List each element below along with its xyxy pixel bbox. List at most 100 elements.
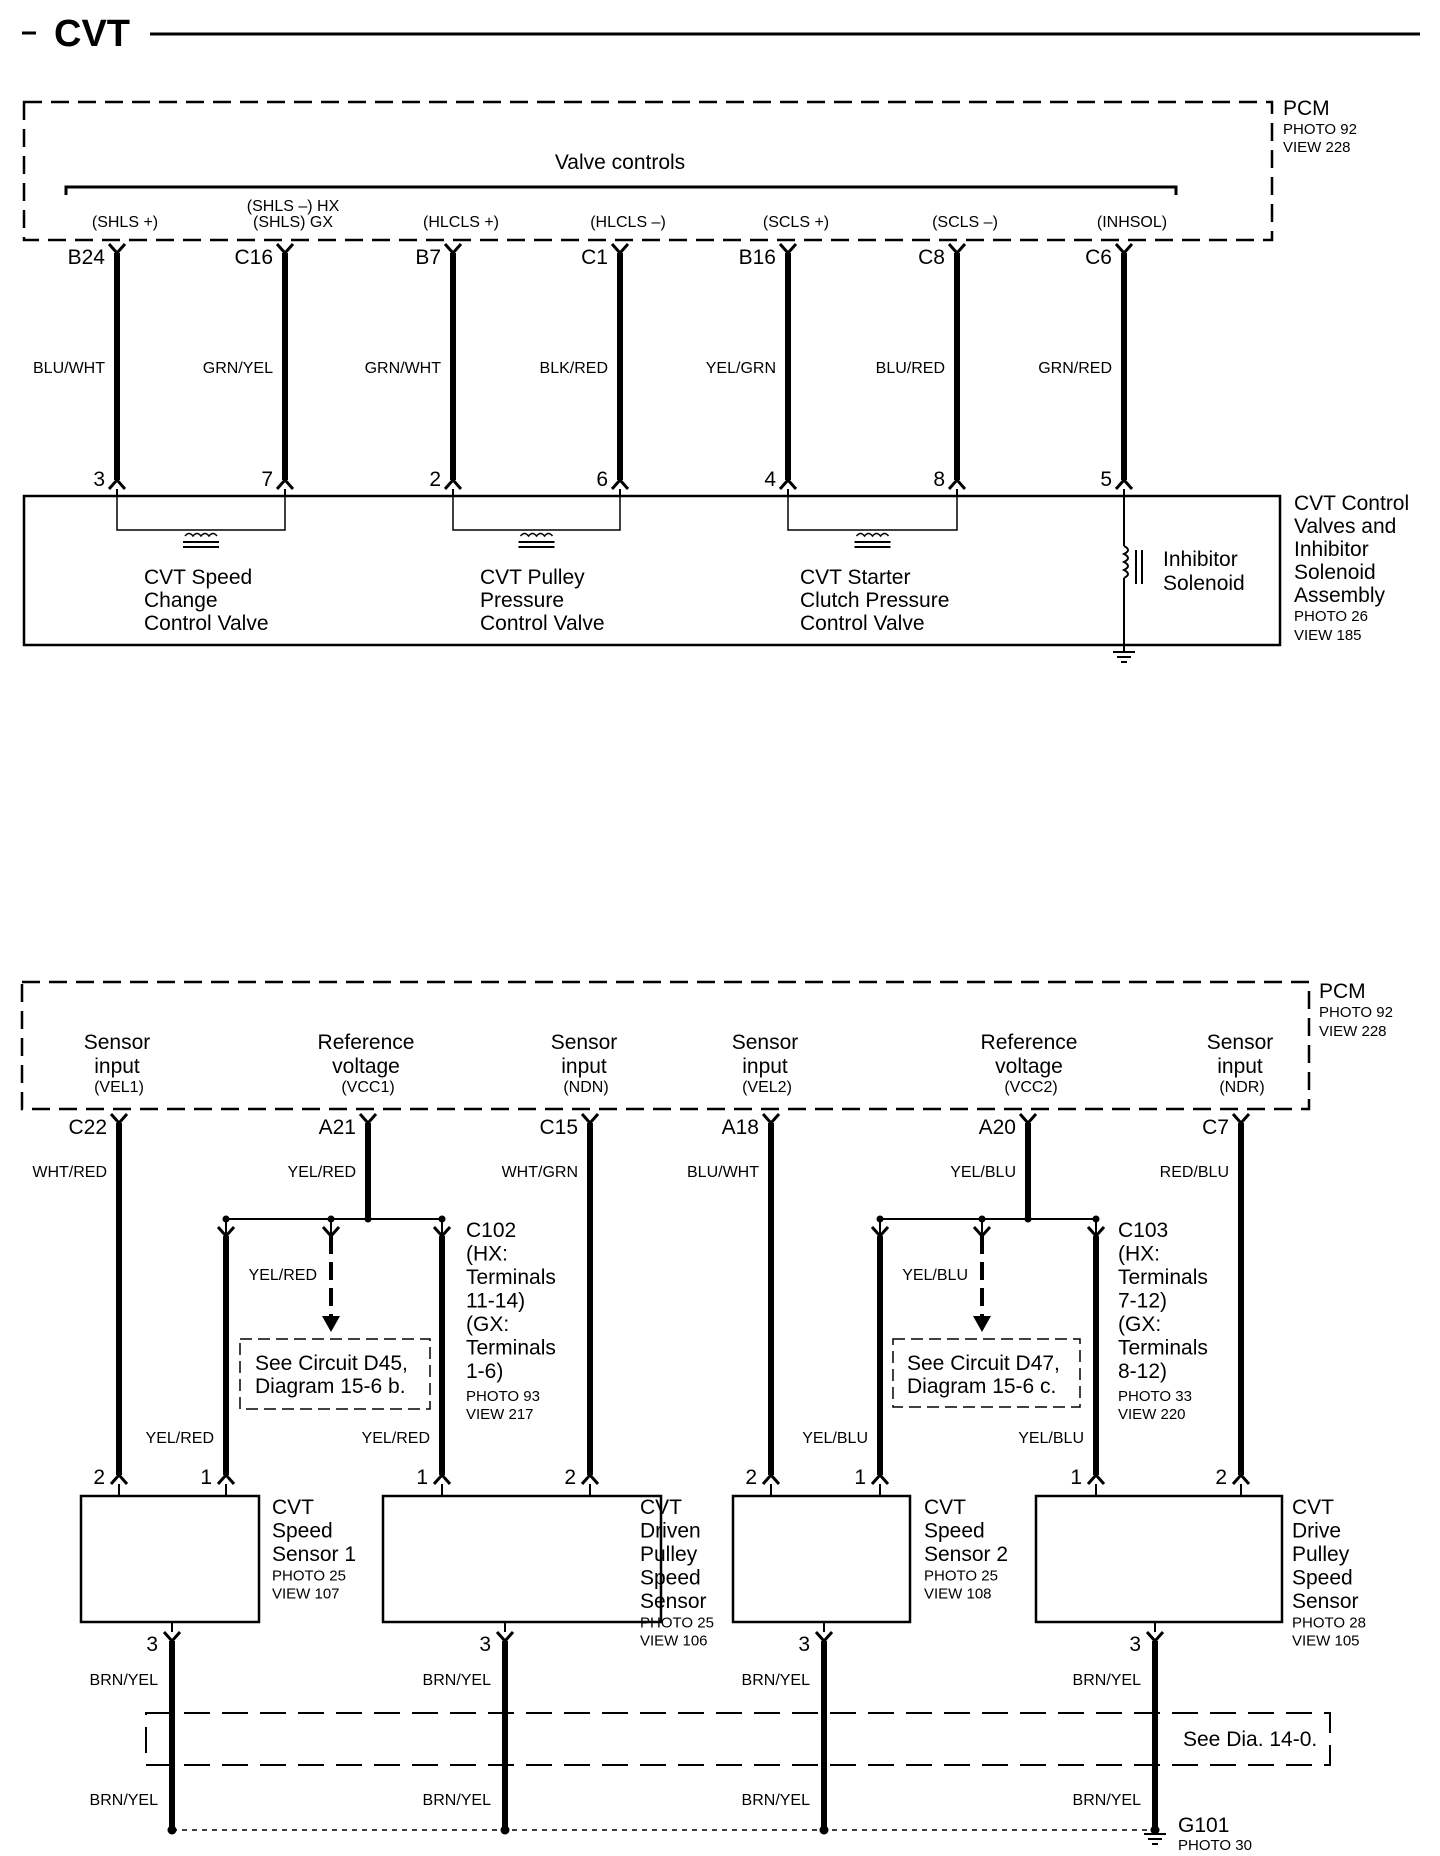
sensor-label: Sensor 1 (272, 1543, 356, 1566)
sensor-label: Sensor (640, 1590, 707, 1613)
pin-label: C8 (918, 246, 945, 269)
page-title: CVT (54, 13, 130, 55)
connector-fork-icon (358, 1112, 378, 1125)
pcm-photo: PHOTO 92 (1283, 121, 1357, 138)
valve-link (452, 496, 621, 531)
valve-coil-icon (519, 532, 554, 538)
input-label: input (742, 1055, 788, 1078)
valve-label: Pressure (480, 589, 564, 612)
terminal-label: 3 (146, 1633, 158, 1656)
pin-label: A21 (319, 1116, 356, 1139)
valve-controls-label: Valve controls (555, 151, 685, 174)
terminal-label: 1 (1070, 1466, 1082, 1489)
sensor-photo: PHOTO 25 (924, 1568, 998, 1585)
sensor-label: CVT (1292, 1496, 1334, 1519)
valve-label: Control Valve (800, 612, 925, 635)
wire-color-label: WHT/RED (32, 1164, 107, 1181)
sensor-label: CVT (924, 1496, 966, 1519)
connector-fork-icon (1145, 1630, 1165, 1643)
pin-label: C6 (1085, 246, 1112, 269)
pcm-box-bottom (20, 980, 1311, 1111)
connector-fork-icon (162, 1630, 182, 1643)
see-circuit-label: See Circuit D47, (907, 1352, 1060, 1375)
wire-color-label: YEL/RED (362, 1430, 430, 1447)
valve-label: CVT Speed (144, 566, 252, 589)
ground-icon (1143, 1833, 1167, 1845)
connector-cap-icon (1086, 1473, 1106, 1486)
input-label: voltage (332, 1055, 400, 1078)
signal-label: (SHLS) GX (253, 214, 333, 231)
valve-label: Control Valve (144, 612, 269, 635)
see-circuit-label: See Circuit D45, (255, 1352, 408, 1375)
connector-cap-icon (778, 478, 798, 491)
connector-label: 7-12) (1118, 1290, 1167, 1313)
sensor-box (731, 1494, 912, 1624)
assembly-line: Assembly (1294, 584, 1386, 607)
connector-label: (HX: (1118, 1243, 1160, 1266)
inhibitor-label-2: Solenoid (1163, 572, 1245, 595)
valve-link (787, 496, 958, 531)
sensor-photo: PHOTO 25 (272, 1568, 346, 1585)
connector-fork-icon (1018, 1112, 1038, 1125)
input-label: voltage (995, 1055, 1063, 1078)
inhibitor-solenoid: Inhibitor Solenoid (1112, 496, 1245, 663)
sensor-view: VIEW 108 (924, 1586, 992, 1603)
input-label: input (1217, 1055, 1263, 1078)
top-pcm: PCM PHOTO 92 VIEW 228 Valve controls (22, 97, 1357, 242)
pin-label: A20 (979, 1116, 1016, 1139)
sensor-label: Speed (1292, 1567, 1353, 1590)
connector-label: C102 (466, 1219, 516, 1242)
wire-color-label: YEL/RED (249, 1267, 317, 1284)
connector-label: (GX: (466, 1313, 509, 1336)
connector-fork-icon (947, 242, 967, 255)
connector-fork-icon (109, 1112, 129, 1125)
bottom-inputs: Sensorinput(VEL1)C22WHT/REDReferencevolt… (32, 1031, 1274, 1486)
connector-cap-icon (275, 478, 295, 491)
wire-color-label: BRN/YEL (90, 1792, 159, 1809)
connector-photo: PHOTO 33 (1118, 1388, 1192, 1405)
pin-label: C1 (581, 246, 608, 269)
sensor-label: CVT (640, 1496, 682, 1519)
connector-fork-icon (495, 1630, 515, 1643)
connector-cap-icon (107, 478, 127, 491)
splice-dot-icon (364, 1215, 372, 1223)
valve-label: Control Valve (480, 612, 605, 635)
connector-cap-icon (432, 1473, 452, 1486)
sensor-box (381, 1494, 663, 1624)
connector-label: Terminals (466, 1266, 556, 1289)
sensor-view: VIEW 107 (272, 1586, 340, 1603)
ground-circuit: See Dia. 14-0. G101 PHOTO 30 (145, 1712, 1331, 1854)
valve-label: Change (144, 589, 218, 612)
wire-color-label: BRN/YEL (423, 1672, 492, 1689)
wire-color-label: BLU/WHT (687, 1164, 759, 1181)
terminal-label: 3 (479, 1633, 491, 1656)
connector-label: Terminals (1118, 1337, 1208, 1360)
terminal-label: 2 (93, 1466, 105, 1489)
signal-label: (NDN) (563, 1079, 608, 1096)
connector-cap-icon (947, 478, 967, 491)
pin-label: C16 (234, 246, 273, 269)
pcm-box-top (22, 100, 1274, 242)
connector-fork-icon (1114, 242, 1134, 255)
input-label: Sensor (732, 1031, 799, 1054)
connector-label: (HX: (466, 1243, 508, 1266)
connector-view: VIEW 220 (1118, 1406, 1186, 1423)
sensor-label: Speed (272, 1520, 333, 1543)
sensor-view: VIEW 106 (640, 1633, 708, 1650)
terminal-label: 2 (745, 1466, 757, 1489)
connector-cap-icon (109, 1473, 129, 1486)
assembly-line: Valves and (1294, 515, 1396, 538)
wire-color-label: BRN/YEL (90, 1672, 159, 1689)
ground-photo: PHOTO 30 (1178, 1837, 1252, 1854)
ground-name: G101 (1178, 1814, 1229, 1837)
connector-cap-icon (870, 1473, 890, 1486)
sensor-label: Pulley (1292, 1543, 1350, 1566)
